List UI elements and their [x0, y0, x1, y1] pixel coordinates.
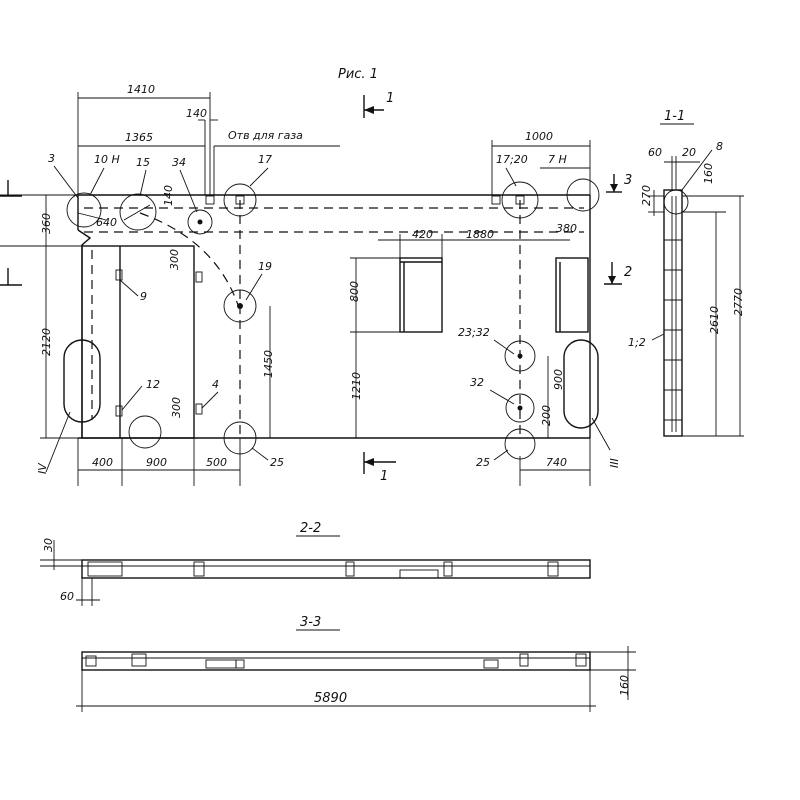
roman-marker-iv: IV [36, 462, 49, 474]
label-17: 17 [258, 153, 272, 166]
dim-140-mid: 140 [162, 185, 175, 206]
section-2-2-title: 2-2 [300, 521, 321, 536]
dim-800: 800 [348, 281, 361, 302]
gas-opening-label: Отв для газа [228, 129, 303, 142]
label-25-right: 25 [476, 456, 490, 469]
cut-mark-1-top [363, 95, 384, 118]
label-8: 8 [716, 140, 723, 153]
cut-mark-2 [604, 262, 622, 285]
dim-900-bottom: 900 [146, 456, 167, 469]
left-dimensions [0, 194, 82, 439]
interior-dimension-lines [269, 257, 549, 438]
dim-380: 380 [556, 222, 577, 235]
dim-900-right: 900 [552, 369, 565, 390]
roman-marker-iii: III [608, 458, 621, 468]
cut-mark-1-top-label: 1 [386, 91, 394, 106]
dim-2770: 2770 [732, 288, 745, 316]
section-1-1-drawing [648, 149, 744, 437]
label-4: 4 [212, 378, 219, 391]
dim-30: 30 [42, 538, 55, 552]
dim-500: 500 [206, 456, 227, 469]
dim-60-2-2: 60 [60, 590, 74, 603]
label-32: 32 [470, 376, 484, 389]
cut-marks-left [0, 180, 22, 286]
dim-740: 740 [546, 456, 567, 469]
label-1-2: 1;2 [628, 336, 646, 349]
bottom-dimensions [77, 438, 591, 486]
loop-left [63, 339, 101, 423]
dim-1450: 1450 [262, 350, 275, 378]
dim-1000: 1000 [525, 130, 553, 143]
leader-lines-bottom [251, 447, 509, 461]
label-23-32: 23;32 [458, 326, 490, 339]
label-34: 34 [172, 156, 186, 169]
cut-mark-3 [606, 174, 622, 193]
cut-mark-1-bottom-label: 1 [380, 469, 388, 484]
dim-2610: 2610 [708, 306, 721, 334]
window-opening-right [555, 257, 589, 333]
section-3-3-title: 3-3 [300, 615, 321, 630]
callout-circles [66, 178, 689, 460]
label-15: 15 [136, 156, 150, 169]
dim-20-section: 20 [682, 146, 696, 159]
label-12: 12 [146, 378, 160, 391]
dim-5890: 5890 [314, 691, 347, 706]
section-2-2-drawing [40, 540, 591, 606]
label-9: 9 [140, 290, 147, 303]
embedded-parts [77, 195, 525, 411]
dim-160-3-3: 160 [618, 675, 631, 696]
dim-200: 200 [540, 405, 553, 426]
label-3: 3 [48, 152, 55, 165]
dim-1365: 1365 [125, 131, 153, 144]
dim-1410: 1410 [127, 83, 155, 96]
dim-1880: 1880 [466, 228, 494, 241]
dim-400: 400 [92, 456, 113, 469]
dim-1210: 1210 [350, 372, 363, 400]
cut-mark-1-bottom [363, 452, 396, 474]
cut-mark-2-label: 2 [624, 265, 632, 280]
label-7h: 7 Н [548, 153, 567, 166]
leader-lines-top [53, 165, 590, 213]
label-19: 19 [258, 260, 272, 273]
door-opening [81, 245, 203, 439]
label-10h: 10 Н [94, 153, 120, 166]
dim-270: 270 [640, 185, 653, 206]
cut-mark-3-label: 3 [624, 173, 632, 188]
section-3-3-drawing [76, 646, 636, 712]
roman-marker-leaders [45, 411, 611, 473]
leader-lines-interior [119, 273, 515, 411]
figure-title: Рис. 1 [338, 67, 378, 82]
panel-plan [77, 194, 591, 439]
label-17-20: 17;20 [496, 153, 528, 166]
dim-300-lower: 300 [170, 397, 183, 418]
section-1-1-title: 1-1 [664, 109, 685, 124]
loop-right [563, 339, 599, 429]
dim-420: 420 [412, 228, 433, 241]
label-25-left: 25 [270, 456, 284, 469]
dim-640: 640 [96, 216, 117, 229]
dim-2120: 2120 [40, 328, 53, 356]
top-dimensions [77, 92, 591, 258]
dim-60-section: 60 [648, 146, 662, 159]
dim-160-section: 160 [702, 163, 715, 184]
dim-140-top: 140 [186, 107, 207, 120]
dim-300-upper: 300 [168, 249, 181, 270]
window-opening-left [399, 257, 443, 333]
dim-360: 360 [40, 213, 53, 234]
